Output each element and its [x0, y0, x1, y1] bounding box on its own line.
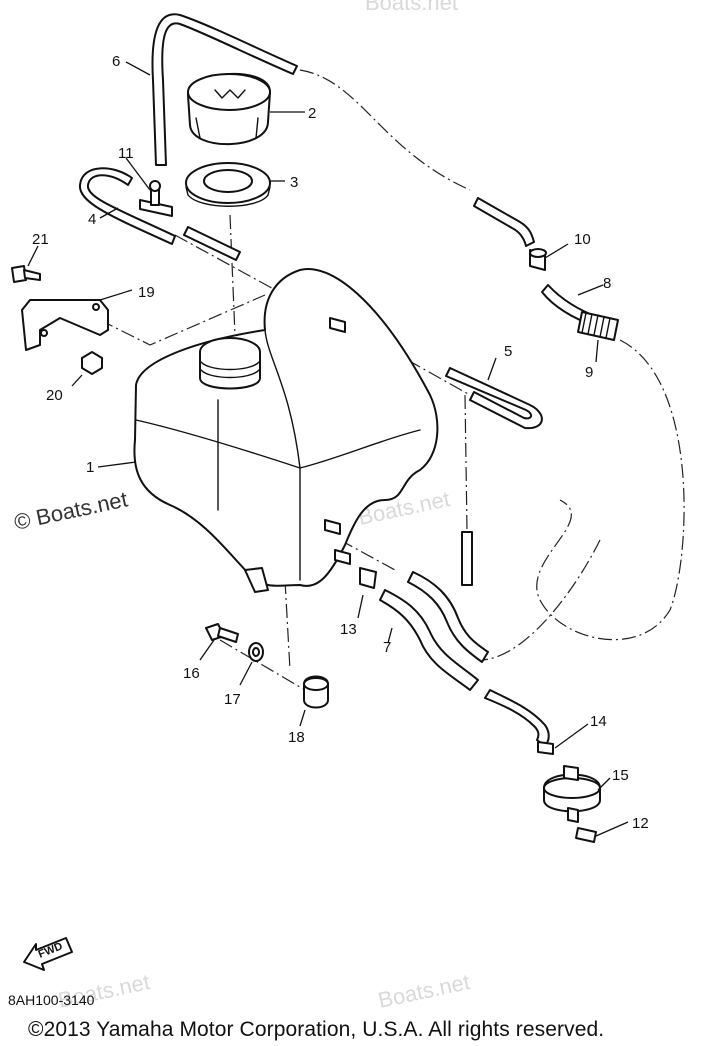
nut-20	[81, 351, 103, 375]
short-hose	[183, 226, 241, 261]
t-joint	[139, 180, 173, 217]
oil-tank	[133, 268, 439, 593]
watermark-faint: Boats.net	[365, 0, 458, 15]
vertical-hose-piece	[461, 531, 473, 586]
spring-clamp	[577, 311, 619, 341]
callout-10: 10	[574, 231, 591, 248]
callout-18: 18	[288, 729, 305, 746]
clamp-12	[575, 827, 597, 843]
hidden-line	[479, 539, 601, 661]
catalog-code: 8AH100-3140	[8, 992, 95, 1008]
callout-9: 9	[585, 364, 593, 381]
callout-3: 3	[290, 174, 298, 191]
callout-2: 2	[308, 105, 316, 122]
grommet-18	[303, 675, 329, 709]
callout-21: 21	[32, 231, 49, 248]
callout-7: 7	[383, 639, 391, 656]
joint-10	[529, 248, 547, 271]
washer-17	[248, 642, 264, 662]
callout-16: 16	[183, 665, 200, 682]
hidden-line	[219, 639, 306, 691]
hose-7	[379, 571, 489, 691]
callout-17: 17	[224, 691, 241, 708]
upper-right-hose	[473, 197, 535, 247]
tank-cap	[187, 73, 271, 146]
cap-gasket	[185, 162, 271, 207]
callout-6: 6	[112, 53, 120, 70]
callout-4: 4	[88, 211, 96, 228]
clamp-14	[537, 741, 554, 755]
hidden-line	[536, 339, 685, 641]
bolt-21	[11, 265, 41, 283]
fuel-filter	[543, 765, 601, 823]
callout-12: 12	[632, 815, 649, 832]
callout-13: 13	[340, 621, 357, 638]
breather-hose	[151, 13, 298, 166]
hose-5	[445, 367, 543, 430]
callout-11: 11	[118, 145, 134, 162]
bracket	[21, 299, 109, 351]
clip-13	[359, 567, 377, 589]
callout-5: 5	[504, 343, 512, 360]
hidden-line	[99, 294, 266, 346]
callout-14: 14	[590, 713, 607, 730]
vent-hose-4	[78, 167, 176, 245]
copyright-notice: ©2013 Yamaha Motor Corporation, U.S.A. A…	[28, 1018, 605, 1041]
callout-1: 1	[86, 459, 94, 476]
callout-20: 20	[46, 387, 63, 404]
hidden-line	[464, 394, 468, 531]
hidden-line	[299, 69, 471, 191]
callout-19: 19	[138, 284, 155, 301]
callout-15: 15	[612, 767, 629, 784]
watermark-faint: Boats.net	[376, 969, 472, 1013]
bolt-16	[205, 623, 239, 643]
lower-right-hose	[484, 689, 550, 747]
fwd-arrow-icon: FWD	[23, 937, 73, 971]
hidden-line	[284, 579, 291, 671]
hidden-line	[339, 539, 396, 571]
watermark-main: © Boats.net	[12, 486, 130, 534]
hidden-line	[229, 214, 236, 336]
callout-8: 8	[603, 275, 611, 292]
